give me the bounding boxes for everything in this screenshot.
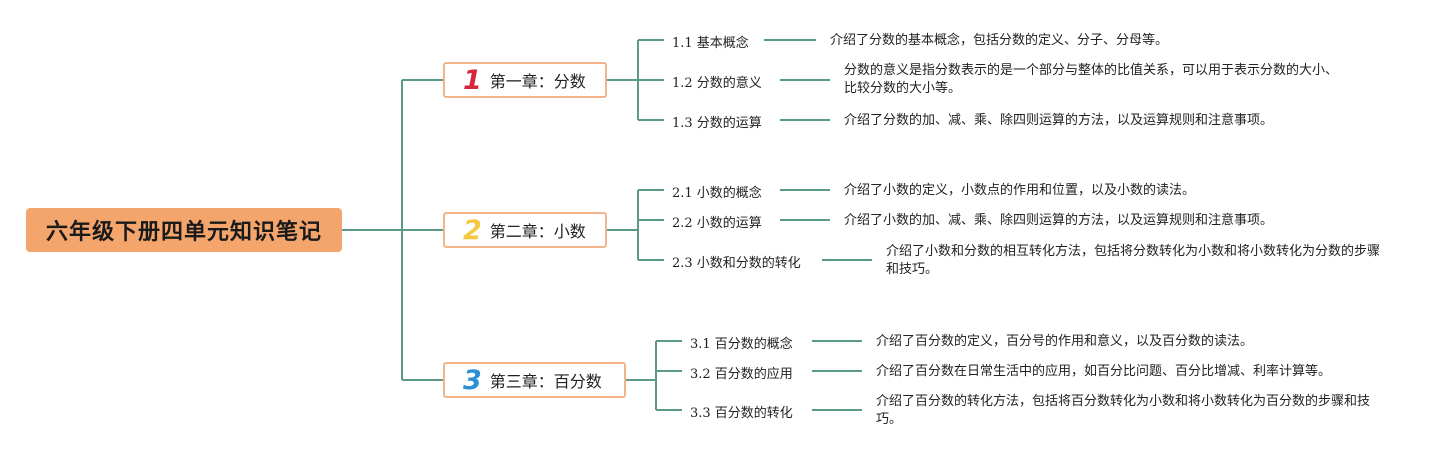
chapter-2-title: 第二章：小数: [489, 222, 586, 241]
section-2-2[interactable]: 2.2 小数的运算: [672, 216, 762, 231]
root-title: 六年级下册四单元知识笔记: [45, 220, 322, 245]
chapter-3-number: 3: [463, 364, 482, 396]
ch2-leaders: [780, 189, 872, 261]
ch1-connector: [607, 39, 664, 121]
section-1-3-desc: 介绍了分数的加、减、乘、除四则运算的方法，以及运算规则和注意事项。: [844, 113, 1274, 128]
section-3-3-desc: 介绍了百分数的转化方法，包括将百分数转化为小数和将小数转化为百分数的步骤和技巧。: [876, 394, 1371, 427]
section-3-3[interactable]: 3.3 百分数的转化: [690, 406, 793, 421]
section-2-1[interactable]: 2.1 小数的概念: [672, 186, 762, 201]
section-1-1-desc: 介绍了分数的基本概念，包括分数的定义、分子、分母等。: [830, 33, 1169, 48]
ch1-leaders: [764, 39, 830, 121]
section-2-2-desc: 介绍了小数的加、减、乘、除四则运算的方法，以及运算规则和注意事项。: [844, 213, 1274, 228]
section-3-1-desc: 介绍了百分数的定义，百分号的作用和意义，以及百分数的读法。: [876, 334, 1254, 349]
root-connector: [342, 79, 443, 381]
chapter-1-number: 1: [463, 64, 482, 96]
section-2-1-desc: 介绍了小数的定义，小数点的作用和位置，以及小数的读法。: [844, 183, 1196, 198]
chapter-1-node[interactable]: 1 第一章：分数: [443, 62, 607, 98]
section-2-3[interactable]: 2.3 小数和分数的转化: [672, 256, 801, 271]
ch3-connector: [626, 340, 682, 411]
chapter-3-node[interactable]: 3 第三章：百分数: [443, 362, 626, 398]
section-3-2[interactable]: 3.2 百分数的应用: [690, 367, 793, 382]
section-3-2-desc: 介绍了百分数在日常生活中的应用，如百分比问题、百分比增减、利率计算等。: [876, 364, 1332, 379]
section-1-2-desc: 分数的意义是指分数表示的是一个部分与整体的比值关系，可以用于表示分数的大小、比较…: [844, 63, 1339, 96]
chapter-2-node[interactable]: 2 第二章：小数: [443, 212, 607, 248]
section-1-3[interactable]: 1.3 分数的运算: [672, 116, 762, 131]
chapter-2-number: 2: [463, 214, 482, 246]
ch2-connector: [607, 189, 664, 261]
ch3-leaders: [812, 340, 862, 411]
section-3-1[interactable]: 3.1 百分数的概念: [690, 337, 793, 352]
section-2-3-desc: 介绍了小数和分数的相互转化方法，包括将分数转化为小数和将小数转化为分数的步骤和技…: [886, 244, 1381, 277]
section-1-1[interactable]: 1.1 基本概念: [672, 36, 749, 51]
root-node[interactable]: 六年级下册四单元知识笔记: [26, 208, 342, 252]
chapter-3-title: 第三章：百分数: [489, 372, 602, 391]
chapter-1-title: 第一章：分数: [489, 72, 586, 91]
section-1-2[interactable]: 1.2 分数的意义: [672, 76, 762, 91]
